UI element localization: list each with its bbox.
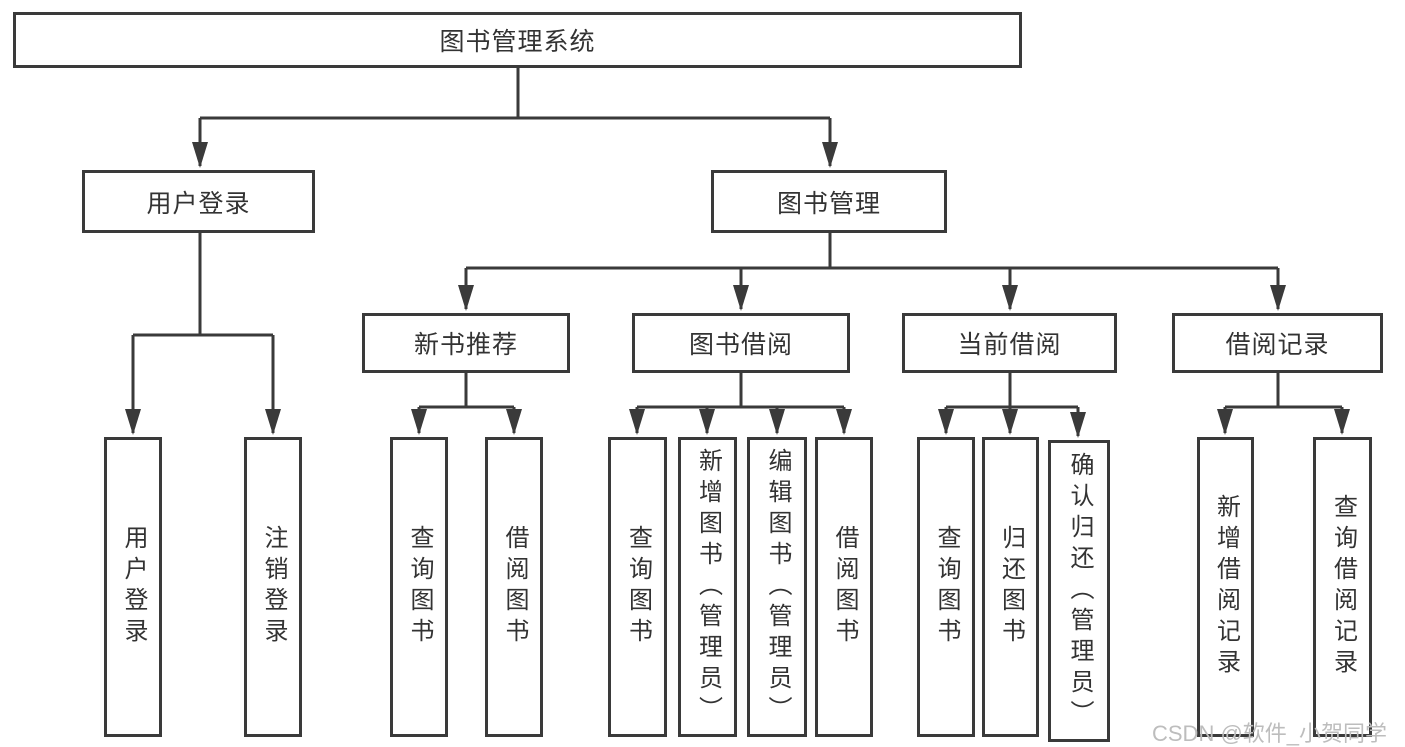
node-user-login: 用户登录	[82, 170, 315, 233]
leaf-user-login-label: 用户登录	[120, 525, 147, 649]
leaf-bb-borrow-books-label: 借阅图书	[831, 525, 858, 649]
node-root-system: 图书管理系统	[13, 12, 1022, 68]
node-book-management: 图书管理	[711, 170, 947, 233]
leaf-bb-add-books-admin-label: 新增图书（管理员）	[694, 447, 722, 727]
leaf-bb-edit-books-admin-label: 编辑图书（管理员）	[764, 447, 791, 727]
leaf-nb-borrow-books-label: 借阅图书	[501, 525, 528, 649]
leaf-cb-return-books-label: 归还图书	[997, 525, 1025, 649]
leaf-bb-query-books: 查询图书	[608, 437, 667, 737]
leaf-user-login: 用户登录	[104, 437, 162, 737]
leaf-br-query-record: 查询借阅记录	[1313, 437, 1372, 737]
leaf-br-add-record: 新增借阅记录	[1197, 437, 1254, 737]
leaf-cb-return-books: 归还图书	[982, 437, 1039, 737]
node-current-borrowing: 当前借阅	[902, 313, 1117, 373]
node-book-borrowing: 图书借阅	[632, 313, 850, 373]
leaf-bb-add-books-admin: 新增图书（管理员）	[678, 437, 737, 737]
leaf-nb-borrow-books: 借阅图书	[485, 437, 543, 737]
leaf-cb-confirm-return-admin: 确认归还（管理员）	[1048, 440, 1110, 742]
leaf-bb-query-books-label: 查询图书	[624, 525, 652, 649]
leaf-br-add-record-label: 新增借阅记录	[1212, 494, 1240, 680]
leaf-nb-query-books: 查询图书	[390, 437, 448, 737]
leaf-cb-query-books-label: 查询图书	[933, 525, 960, 649]
leaf-bb-borrow-books: 借阅图书	[815, 437, 873, 737]
leaf-cb-query-books: 查询图书	[917, 437, 975, 737]
node-new-book-recommendation: 新书推荐	[362, 313, 570, 373]
leaf-logout-label: 注销登录	[260, 525, 287, 649]
leaf-cb-confirm-return-admin-label: 确认归还（管理员）	[1066, 451, 1093, 731]
csdn-watermark: CSDN @软件_小贺同学	[1152, 721, 1388, 746]
leaf-logout: 注销登录	[244, 437, 302, 737]
leaf-br-query-record-label: 查询借阅记录	[1329, 494, 1357, 680]
node-borrowing-records: 借阅记录	[1172, 313, 1383, 373]
leaf-nb-query-books-label: 查询图书	[406, 525, 433, 649]
leaf-bb-edit-books-admin: 编辑图书（管理员）	[747, 437, 807, 737]
